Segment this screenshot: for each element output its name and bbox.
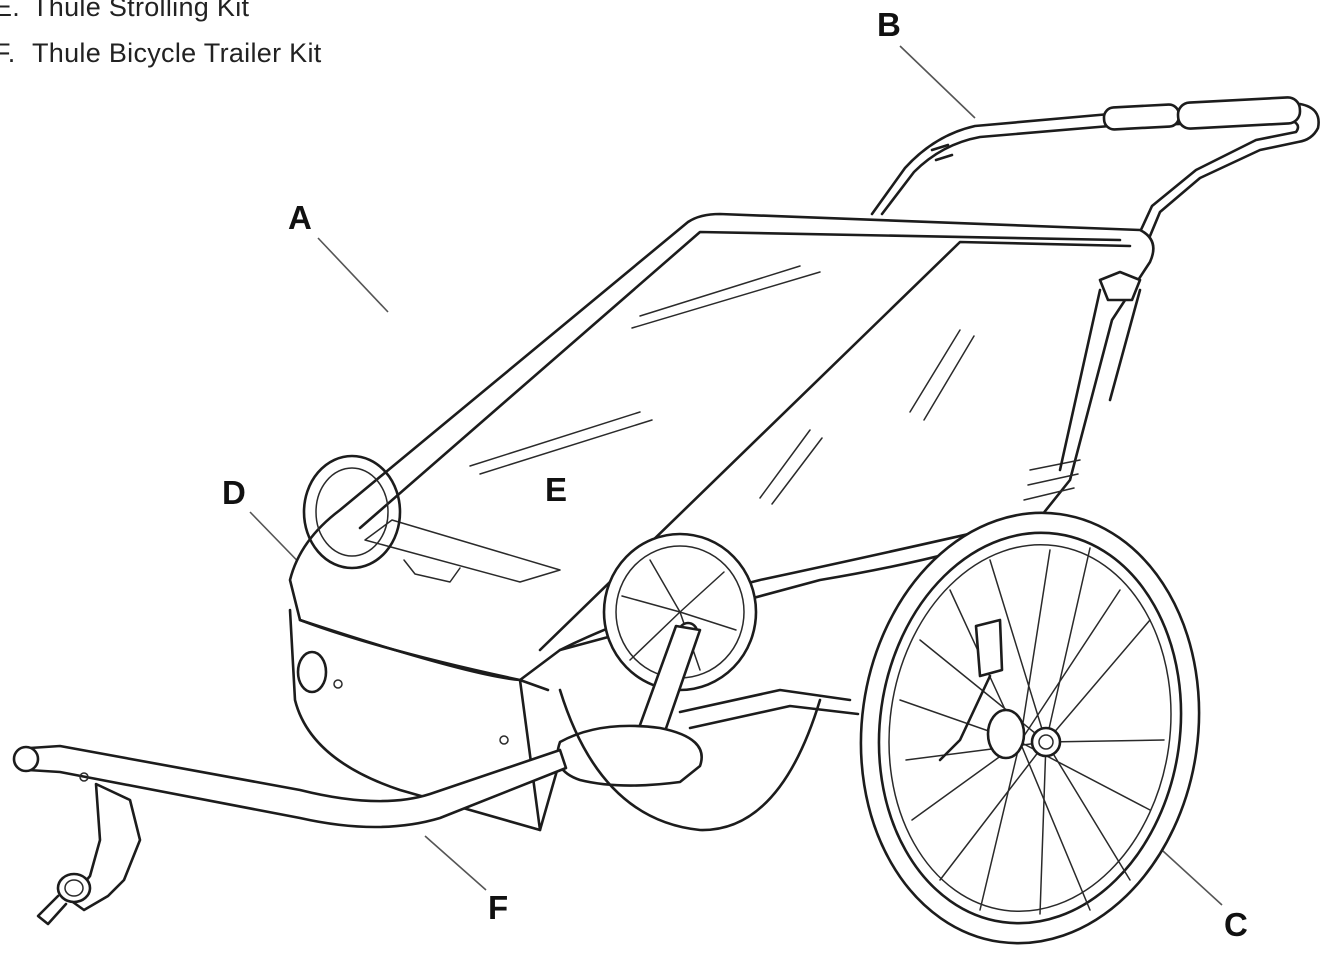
handlebar [870, 96, 1320, 238]
callout-d: D [222, 474, 246, 511]
trailer-body [288, 212, 1155, 832]
callout-f: F [488, 889, 509, 926]
legend-item-strolling-kit: E. Thule Strolling Kit [0, 0, 249, 23]
callout-c: C [1224, 906, 1248, 943]
legend-text: Thule Strolling Kit [32, 0, 250, 22]
rear-large-wheel [859, 511, 1201, 945]
legend-letter: F. [0, 38, 16, 68]
callout-e: E [545, 471, 568, 508]
legend-item-bicycle-trailer-kit: F. Thule Bicycle Trailer Kit [0, 38, 322, 69]
tow-arm [12, 744, 568, 926]
leader-line-f [424, 835, 487, 891]
callout-a: A [288, 199, 312, 236]
leader-line-a [317, 237, 389, 313]
chassis-frame [558, 688, 860, 832]
stroller-wheel [556, 532, 758, 787]
legend-text: Thule Bicycle Trailer Kit [32, 38, 322, 68]
leader-line-b [899, 45, 976, 119]
callout-b: B [877, 6, 901, 43]
legend-letter: E. [0, 0, 21, 22]
left-wheel [296, 454, 509, 745]
